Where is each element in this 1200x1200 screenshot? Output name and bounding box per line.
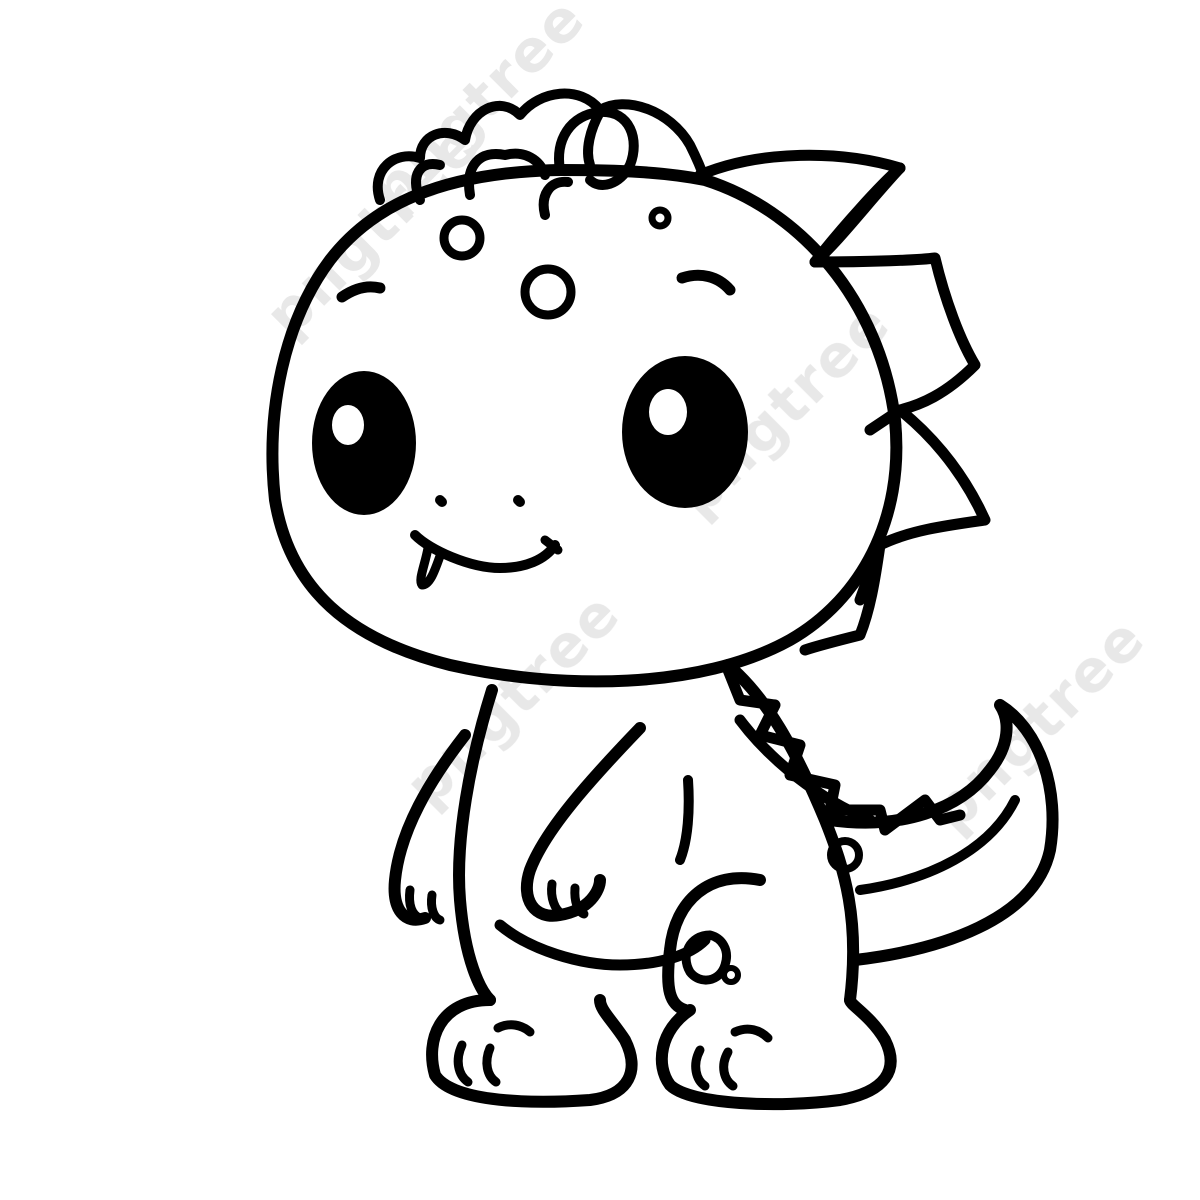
left-hand-claw xyxy=(427,890,445,925)
left-foot xyxy=(426,994,638,1108)
body-outline xyxy=(453,684,498,1006)
left-eyebrow xyxy=(336,281,386,303)
right-eyebrow xyxy=(676,269,736,296)
right-leg xyxy=(662,872,766,1016)
left-foot-toe xyxy=(493,1020,535,1037)
back-spikes xyxy=(722,664,966,836)
left-arm xyxy=(388,729,471,926)
forehead-spot xyxy=(648,206,672,230)
watermark-text: pngtree xyxy=(252,109,493,350)
right-eye xyxy=(622,356,748,508)
body-outline xyxy=(722,659,860,1006)
nostril xyxy=(513,495,525,507)
right-arm-shoulder xyxy=(675,775,694,865)
right-arm xyxy=(520,722,646,922)
left-foot-toe xyxy=(453,1040,473,1087)
head-outline xyxy=(266,164,903,688)
right-foot-toe xyxy=(691,1045,710,1091)
leg-spot xyxy=(827,837,863,873)
left-foot-toe xyxy=(482,1043,501,1087)
forehead-spot xyxy=(520,264,576,320)
right-foot xyxy=(655,994,897,1111)
forehead-spot xyxy=(439,215,485,261)
nostril xyxy=(435,495,447,507)
back-line xyxy=(734,714,876,826)
smile xyxy=(410,530,560,573)
right-hand-claw xyxy=(547,879,567,919)
leg-spot-large xyxy=(681,930,731,985)
tongue xyxy=(416,543,445,590)
mouth-corner xyxy=(540,535,563,555)
left-hand-claw xyxy=(405,885,425,923)
watermark-text: pngtree xyxy=(917,604,1158,845)
right-hand-claw xyxy=(570,883,589,919)
left-eye xyxy=(312,371,416,515)
tail-inner xyxy=(855,795,1020,895)
tail xyxy=(824,699,1059,966)
right-foot-toe xyxy=(730,1024,773,1043)
right-foot-toe xyxy=(719,1047,738,1091)
